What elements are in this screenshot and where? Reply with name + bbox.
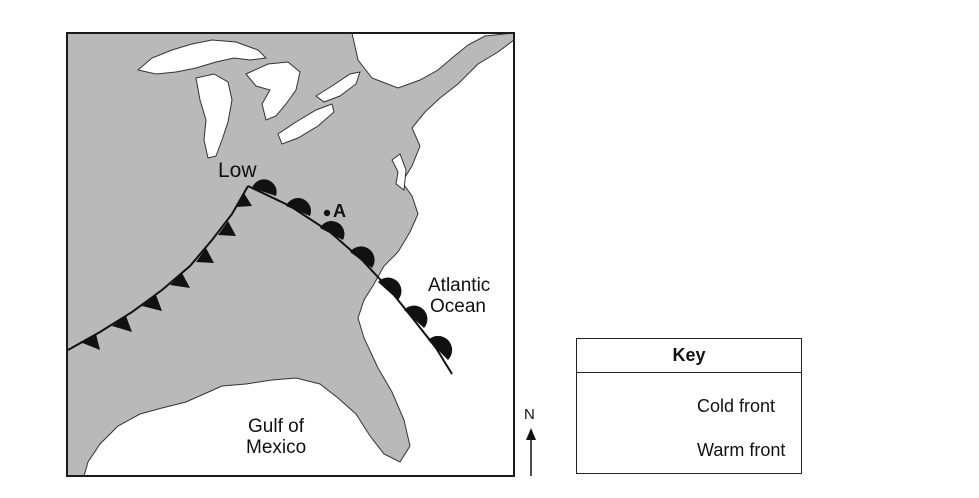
lake-ontario — [315, 71, 361, 103]
key-cold-front-label: Cold front — [697, 396, 776, 416]
lake-superior — [136, 39, 268, 75]
warm-front-semicircles — [252, 179, 453, 360]
atlantic-label-line2: Ocean — [430, 296, 486, 317]
low-pressure-label: Low — [218, 159, 257, 182]
cold-front-line — [67, 185, 249, 351]
cold-front-triangles — [80, 193, 252, 350]
gulf-label-line1: Gulf of — [248, 416, 304, 437]
north-label: N — [524, 406, 535, 423]
lake-michigan — [195, 73, 233, 159]
north-arrow-icon — [526, 428, 536, 476]
bay-inlet — [391, 153, 407, 191]
map-frame — [66, 32, 515, 477]
point-a-label: A — [333, 201, 346, 221]
land-mass — [66, 32, 515, 477]
key-warm-front-label: Warm front — [697, 440, 786, 460]
point-a-dot — [323, 209, 331, 217]
map-key: Key — [576, 338, 802, 474]
key-title: Key — [577, 339, 801, 373]
lake-erie — [277, 103, 335, 145]
atlantic-label-line1: Atlantic — [428, 275, 491, 296]
gulf-label-line2: Mexico — [246, 437, 307, 458]
lake-huron — [245, 61, 301, 121]
